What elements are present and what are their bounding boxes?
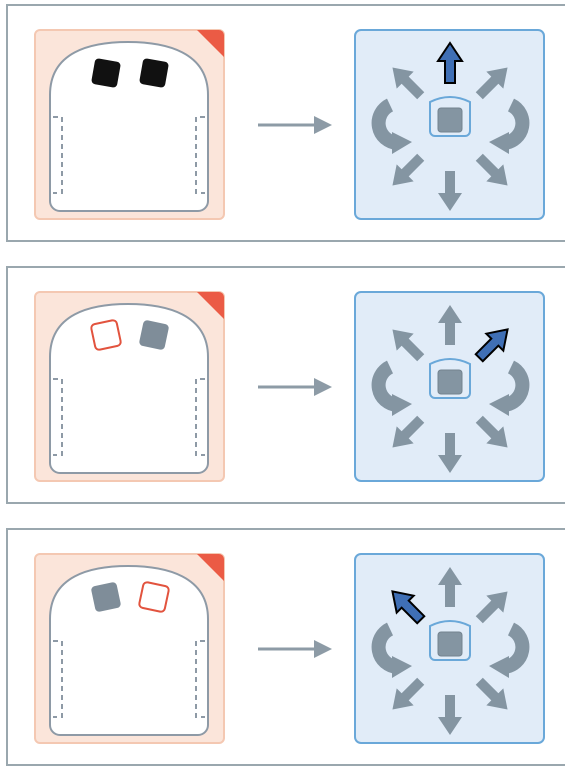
robot-outline [49, 564, 209, 736]
rotate-right-icon [489, 360, 530, 416]
rotate-left-icon [371, 622, 412, 678]
arrow-down-left-icon [392, 153, 425, 186]
robot-outline [49, 302, 209, 474]
rotate-right-icon [489, 98, 530, 154]
right-wheel-outline [195, 116, 205, 194]
left-sensor-white [90, 319, 122, 351]
arrow-down-icon [438, 695, 462, 735]
arrow-up-left-icon [392, 67, 425, 100]
rule-diagram-3 [34, 553, 545, 744]
arrow-up-left-icon [392, 329, 425, 362]
arrow-down-icon [438, 433, 462, 473]
robot-outline [49, 40, 209, 212]
rule-panel-1 [6, 4, 565, 242]
arrow-up-right-icon [475, 591, 508, 624]
rule-diagram-1 [34, 29, 545, 220]
rotate-right-icon [489, 622, 530, 678]
left-wheel-outline [53, 640, 63, 718]
stop-icon [437, 107, 463, 133]
rotate-left-icon [371, 360, 412, 416]
left-sensor-any [91, 582, 121, 612]
corner-flag-icon [197, 30, 224, 57]
arrow-down-right-icon [475, 677, 508, 710]
corner-flag-icon [197, 292, 224, 319]
rule-panel-2 [6, 266, 565, 504]
arrow-up-right-icon [475, 67, 508, 100]
right-arrow-icon [258, 640, 332, 658]
arrow-up-icon [438, 305, 462, 345]
right-arrow-icon [258, 378, 332, 396]
rule-panel-3 [6, 528, 565, 766]
motion-icons [371, 567, 530, 735]
left-wheel-outline [53, 378, 63, 456]
arrow-up-right-icon [474, 328, 509, 363]
rule-diagram-2 [34, 291, 545, 482]
arrow-down-right-icon [475, 415, 508, 448]
arrow-down-right-icon [475, 153, 508, 186]
stop-icon [437, 631, 463, 657]
right-sensor-white [138, 581, 170, 613]
rotate-left-icon [371, 98, 412, 154]
right-arrow-icon [258, 116, 332, 134]
corner-flag-icon [197, 554, 224, 581]
stop-icon [437, 369, 463, 395]
motion-icons [371, 305, 530, 473]
left-wheel-outline [53, 116, 63, 194]
arrow-down-left-icon [392, 677, 425, 710]
left-sensor-black [91, 58, 121, 88]
right-sensor-any [139, 320, 169, 350]
right-wheel-outline [195, 378, 205, 456]
arrow-up-icon [436, 41, 464, 84]
arrow-up-icon [438, 567, 462, 607]
arrow-up-left-icon [391, 590, 426, 625]
right-sensor-black [139, 58, 169, 88]
arrow-down-icon [438, 171, 462, 211]
right-wheel-outline [195, 640, 205, 718]
arrow-down-left-icon [392, 415, 425, 448]
motion-icons [371, 41, 530, 211]
